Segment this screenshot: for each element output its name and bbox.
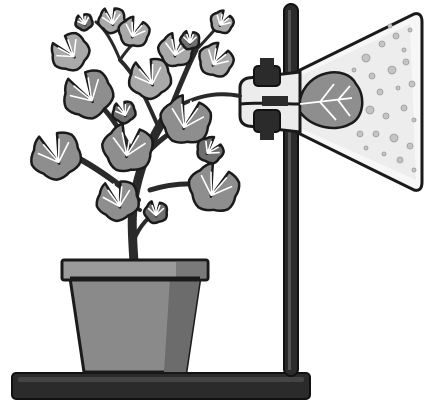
leaf (73, 12, 95, 33)
bubble (412, 118, 416, 122)
clamp-screw-top (260, 58, 274, 68)
bubble (409, 81, 415, 87)
bubble (388, 66, 396, 74)
bubble (383, 113, 389, 119)
bubble (373, 131, 379, 137)
bubble (390, 134, 398, 142)
bubble (352, 68, 356, 72)
bubble (396, 86, 400, 90)
bubble (377, 89, 383, 95)
stand-base-highlight (18, 377, 304, 382)
clamp-jaw-bottom (254, 110, 280, 132)
leaf (181, 157, 244, 218)
pot-shade (164, 278, 200, 372)
bubble (402, 48, 406, 52)
clamp-screw-bottom (260, 130, 274, 140)
leaf (98, 121, 155, 176)
bubble (379, 41, 385, 47)
bubble (357, 131, 363, 137)
bubble (412, 168, 416, 172)
flower-pot (62, 260, 208, 372)
leaf (144, 201, 167, 223)
bubble (397, 157, 403, 163)
bubble (382, 152, 386, 156)
stand-rod-highlight (288, 10, 291, 370)
bubble (401, 105, 407, 111)
bubble (403, 59, 409, 65)
bubble (407, 143, 413, 149)
bubble (393, 33, 399, 39)
bubble (408, 28, 412, 32)
bubble (364, 146, 368, 150)
bubble (362, 54, 370, 62)
plant-leaves (24, 6, 244, 226)
leaf (24, 125, 87, 186)
stand-base (12, 373, 310, 399)
clamp-jaw-top (254, 66, 280, 86)
leaf (180, 31, 199, 49)
pot-rim-shade (176, 262, 206, 278)
bubble (366, 106, 374, 114)
bubble (369, 73, 375, 79)
clamp-arm (262, 96, 288, 106)
bubble (388, 24, 392, 28)
